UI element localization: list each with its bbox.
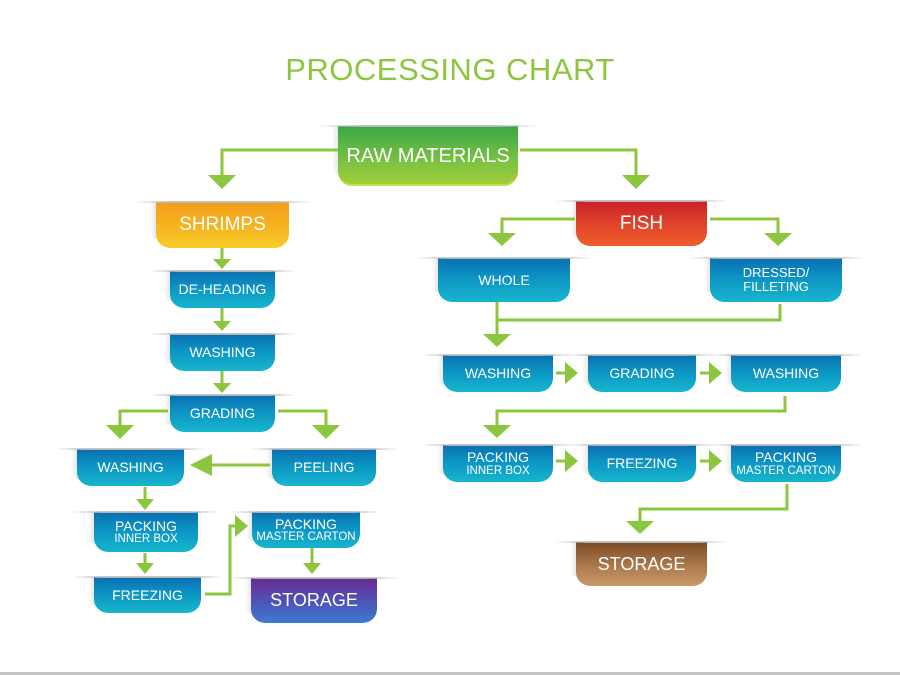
arrow-fish-to-dressed: [710, 217, 780, 234]
arrow-root-to-shrimps: [220, 148, 338, 176]
node-fish-packing-inner-box[interactable]: PACKING INNER BOX: [421, 444, 575, 482]
node-fish-washing[interactable]: WASHING: [421, 354, 575, 392]
node-fish-washing-2[interactable]: WASHING: [709, 354, 863, 392]
node-raw-materials[interactable]: RAW MATERIALS: [316, 125, 540, 186]
node-label: STORAGE: [270, 590, 358, 611]
node-label-line1: PACKING: [275, 515, 337, 532]
arrow-freezing-to-master: [205, 524, 236, 596]
node-shrimp-washing[interactable]: WASHING: [148, 333, 297, 371]
node-shrimp-grading[interactable]: GRADING: [148, 394, 297, 432]
arrowhead: [709, 450, 722, 472]
node-label: WASHING: [97, 459, 164, 476]
node-fish-freezing[interactable]: FREEZING: [566, 444, 718, 482]
arrow-grading-to-peeling: [278, 409, 328, 426]
arrow-washing-to-packing-fish: [495, 396, 787, 426]
arrowhead: [106, 425, 134, 439]
arrowhead: [213, 259, 231, 269]
node-shrimp-storage[interactable]: STORAGE: [229, 577, 399, 623]
arrowhead: [303, 563, 321, 574]
node-label: FREEZING: [112, 586, 183, 603]
arrowhead: [190, 454, 212, 476]
arrow-root-to-fish: [520, 148, 638, 176]
node-label: WASHING: [464, 365, 532, 382]
arrow-fish-to-whole: [500, 217, 575, 234]
arrowhead: [565, 362, 578, 384]
node-label: GRADING: [189, 405, 256, 422]
arrowhead: [235, 515, 248, 537]
node-label-line1: PACKING: [467, 449, 529, 466]
node-shrimp-packing-master-carton[interactable]: PACKING MASTER CARTON: [230, 511, 382, 548]
node-shrimp-freezing[interactable]: FREEZING: [72, 576, 223, 613]
node-shrimps-label: SHRIMPS: [179, 214, 266, 236]
bottom-divider: [0, 672, 900, 675]
node-label-line2: MASTER CARTON: [256, 531, 356, 544]
arrowhead: [483, 425, 511, 438]
arrowhead: [213, 383, 231, 393]
arrowhead: [312, 425, 340, 439]
node-shrimp-washing-2[interactable]: WASHING: [55, 448, 206, 486]
node-fish-dressed-filleting[interactable]: DRESSED/ FILLETING: [688, 257, 864, 302]
node-label: WASHING: [189, 344, 256, 361]
node-fish-storage[interactable]: STORAGE: [554, 541, 729, 586]
arrowhead: [136, 499, 154, 510]
node-label: STORAGE: [597, 553, 686, 574]
arrowhead: [622, 175, 650, 189]
node-raw-materials-label: RAW MATERIALS: [346, 144, 510, 167]
node-fish-grading[interactable]: GRADING: [566, 354, 718, 392]
node-fish-label: FISH: [619, 212, 664, 234]
arrowhead: [136, 563, 154, 574]
node-fish-whole[interactable]: WHOLE: [416, 257, 592, 302]
node-label-line2: INNER BOX: [114, 533, 178, 546]
node-fish[interactable]: FISH: [554, 200, 729, 246]
node-label-line1: PACKING: [115, 517, 177, 534]
node-label: WHOLE: [478, 271, 530, 288]
node-label-line2: MASTER CARTON: [736, 464, 836, 477]
node-label: GRADING: [609, 365, 675, 382]
arrow-grading-to-washing: [118, 409, 168, 426]
node-fish-packing-master-carton[interactable]: PACKING MASTER CARTON: [709, 444, 863, 482]
node-label: FREEZING: [606, 455, 678, 472]
node-shrimp-de-heading[interactable]: DE-HEADING: [148, 270, 297, 308]
arrow-master-to-storage-fish: [638, 484, 789, 522]
node-shrimp-packing-inner-box[interactable]: PACKING INNER BOX: [72, 511, 220, 552]
arrowhead: [626, 521, 654, 534]
arrowhead: [208, 175, 236, 189]
arrowhead: [709, 362, 722, 384]
node-label: PEELING: [293, 459, 355, 476]
node-label: DE-HEADING: [178, 281, 267, 298]
arrowhead: [764, 233, 792, 246]
arrow-whole-dressed-merge: [495, 302, 782, 322]
node-label: WASHING: [752, 365, 820, 382]
node-shrimp-peeling[interactable]: PEELING: [250, 448, 398, 486]
node-label-line2: INNER BOX: [466, 464, 530, 477]
arrowhead: [565, 450, 578, 472]
arrowhead: [488, 233, 516, 246]
node-shrimps[interactable]: SHRIMPS: [134, 201, 311, 248]
node-label-line1: DRESSED/: [742, 265, 810, 281]
arrowhead: [483, 334, 511, 347]
arrowhead: [213, 321, 231, 331]
node-label-line2: FILLETING: [743, 279, 809, 294]
node-label-line1: PACKING: [755, 449, 817, 466]
chart-title: PROCESSING CHART: [285, 52, 615, 87]
